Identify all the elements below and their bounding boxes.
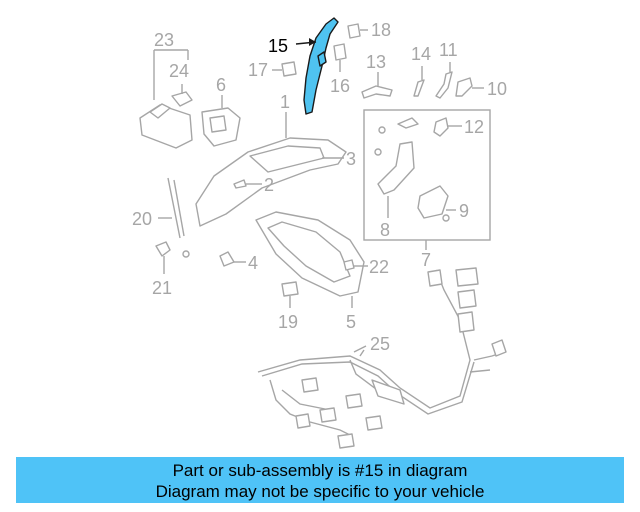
label-23: 23 bbox=[154, 30, 174, 50]
label-24: 24 bbox=[169, 61, 189, 81]
label-10: 10 bbox=[487, 79, 507, 99]
banner-line-1: Part or sub-assembly is #15 in diagram bbox=[172, 461, 468, 480]
label-21: 21 bbox=[152, 278, 172, 298]
label-4: 4 bbox=[248, 253, 258, 273]
label-19: 19 bbox=[278, 312, 298, 332]
part-6 bbox=[201, 95, 241, 147]
label-15: 15 bbox=[268, 36, 288, 56]
label-18: 18 bbox=[371, 20, 391, 40]
label-6: 6 bbox=[216, 75, 226, 95]
label-11: 11 bbox=[439, 40, 458, 60]
label-12: 12 bbox=[464, 117, 484, 137]
part-23-group bbox=[139, 49, 193, 149]
label-16: 16 bbox=[330, 76, 350, 96]
part-15-highlighted bbox=[295, 17, 339, 115]
label-3: 3 bbox=[346, 149, 356, 169]
part-7-box bbox=[363, 109, 491, 250]
label-8: 8 bbox=[380, 220, 390, 240]
label-20: 20 bbox=[132, 209, 152, 229]
part-1-trunk-lid bbox=[195, 112, 347, 227]
label-17: 17 bbox=[248, 60, 268, 80]
label-9: 9 bbox=[459, 201, 469, 221]
label-7: 7 bbox=[421, 250, 431, 270]
label-14: 14 bbox=[411, 44, 431, 64]
parts-16-17-18 bbox=[272, 23, 368, 77]
part-25-wiring-harness bbox=[257, 267, 507, 449]
label-1: 1 bbox=[280, 92, 290, 112]
part-4 bbox=[219, 251, 246, 267]
label-22: 22 bbox=[369, 257, 389, 277]
info-banner: Part or sub-assembly is #15 in diagram D… bbox=[16, 457, 624, 503]
label-25: 25 bbox=[370, 334, 390, 354]
part-19 bbox=[281, 281, 299, 308]
part-5-liner bbox=[255, 211, 368, 308]
parts-diagram: 23 24 6 15 17 16 18 13 14 11 10 bbox=[132, 17, 507, 449]
label-2: 2 bbox=[264, 175, 274, 195]
part-20-strut bbox=[155, 177, 190, 274]
label-13: 13 bbox=[366, 52, 386, 72]
banner-line-2: Diagram may not be specific to your vehi… bbox=[155, 482, 485, 501]
label-5: 5 bbox=[346, 312, 356, 332]
parts-10-14 bbox=[361, 62, 484, 99]
